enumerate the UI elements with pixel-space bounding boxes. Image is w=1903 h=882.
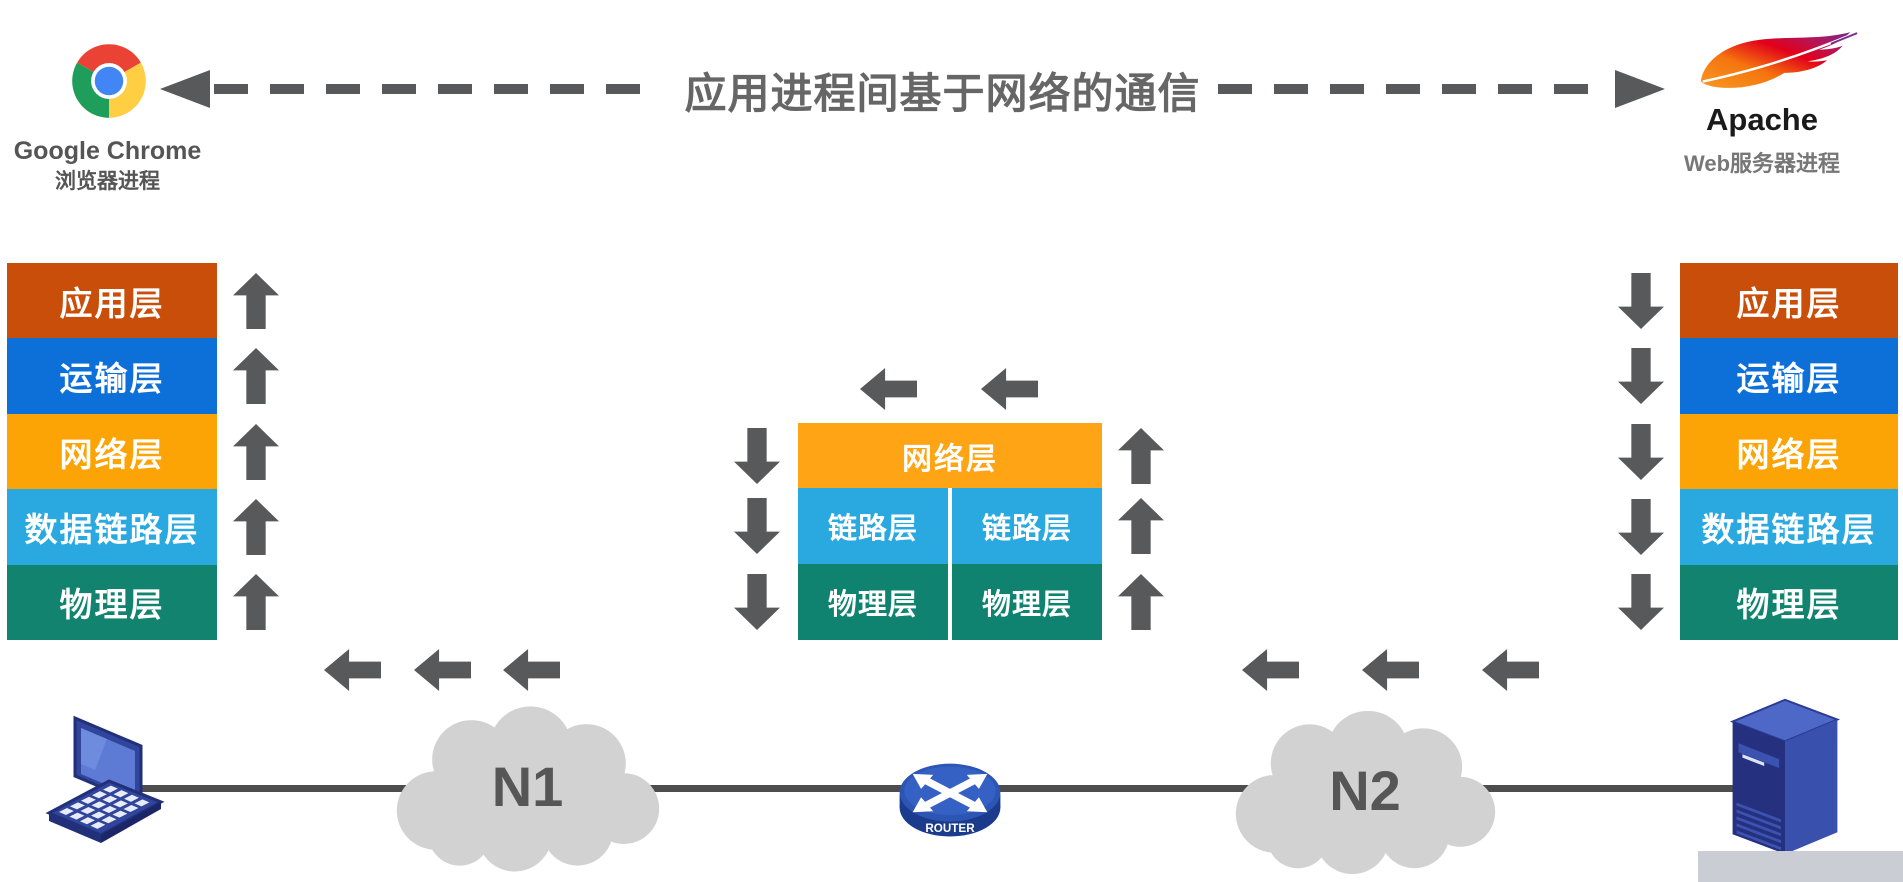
layer-label: 应用层 [59, 284, 165, 322]
up-arrow-icon [1118, 574, 1164, 630]
router-protocol-stack: 网络层 链路层 物理层 链路层 物理层 [798, 423, 1102, 640]
layer-label: 数据链路层 [24, 510, 200, 548]
protocol-stack-left: 应用层 运输层 网络层 数据链路层 物理层 [7, 263, 217, 641]
down-arrow-icon [1618, 348, 1664, 404]
layer-label: 物理层 [827, 589, 918, 621]
router-stack-right-column: 链路层 物理层 [952, 488, 1102, 640]
up-arrow-icon [1118, 498, 1164, 554]
router-layer-physical: 物理层 [952, 564, 1102, 640]
layer-physical: 物理层 [1680, 564, 1898, 641]
diagram-title: 应用进程间基于网络的通信 [684, 70, 1201, 117]
network-cloud-n1: N1 [385, 698, 670, 875]
down-arrow-icon [1618, 574, 1664, 630]
router-layer-link: 链路层 [798, 488, 948, 564]
down-arrow-icon [734, 574, 780, 630]
layer-label: 物理层 [1736, 586, 1842, 624]
up-arrow-icon [233, 574, 279, 630]
down-arrow-icon [1618, 424, 1664, 480]
cloud-label-n2: N2 [1329, 758, 1401, 822]
layer-label: 网络层 [1736, 435, 1842, 473]
layer-application: 应用层 [7, 263, 217, 339]
up-arrow-icon [233, 424, 279, 480]
router-layer-physical: 物理层 [798, 564, 948, 640]
layer-datalink: 数据链路层 [1680, 489, 1898, 565]
left-arrow-icon [860, 368, 917, 410]
down-arrow-icon [1618, 273, 1664, 329]
layer-label: 网络层 [902, 442, 998, 476]
up-arrow-icon [233, 499, 279, 555]
router-layer-link: 链路层 [952, 488, 1102, 564]
left-arrow-icon [503, 649, 560, 691]
router-icon: ROUTER [894, 748, 1006, 840]
left-arrow-icon [1362, 649, 1419, 691]
router-stack-left-column: 链路层 物理层 [798, 488, 948, 640]
layer-label: 运输层 [1736, 360, 1842, 398]
up-arrow-icon [233, 348, 279, 404]
layer-label: 数据链路层 [1701, 510, 1877, 548]
layer-transport: 运输层 [1680, 338, 1898, 414]
dashed-line-right [1218, 84, 1610, 94]
router-layer-network: 网络层 [798, 423, 1102, 488]
chrome-logo-icon [63, 35, 155, 127]
chrome-subcaption: 浏览器进程 [55, 170, 160, 193]
left-arrow-icon [414, 649, 471, 691]
cloud-label-n1: N1 [491, 755, 564, 818]
layer-application: 应用层 [1680, 263, 1898, 339]
layer-label: 链路层 [827, 513, 918, 545]
left-arrow-icon [981, 368, 1038, 410]
corner-shadow-block [1698, 851, 1903, 882]
apache-subcaption: Web服务器进程 [1683, 151, 1841, 176]
left-arrow-icon [1242, 649, 1299, 691]
layer-label: 物理层 [981, 589, 1072, 621]
left-arrow-icon [1482, 649, 1539, 691]
layer-network: 网络层 [1680, 413, 1898, 490]
layer-network: 网络层 [7, 413, 217, 490]
layer-transport: 运输层 [7, 338, 217, 414]
left-arrow-icon [324, 649, 381, 691]
server-icon [1722, 682, 1847, 860]
apache-feather-icon [1695, 30, 1860, 108]
layer-datalink: 数据链路层 [7, 489, 217, 565]
layer-label: 运输层 [59, 360, 165, 398]
layer-physical: 物理层 [7, 564, 217, 641]
up-arrow-icon [233, 273, 279, 329]
dashed-arrowhead-left-icon [160, 70, 210, 108]
down-arrow-icon [1618, 499, 1664, 555]
network-cloud-n2: N2 [1218, 705, 1512, 875]
dashed-arrowhead-right-icon [1615, 70, 1665, 108]
router-label: ROUTER [925, 822, 975, 835]
layer-label: 网络层 [59, 435, 165, 473]
layer-label: 物理层 [59, 586, 165, 624]
layer-label: 链路层 [981, 513, 1072, 545]
dashed-line-left [214, 84, 662, 94]
down-arrow-icon [734, 498, 780, 554]
layer-label: 应用层 [1736, 284, 1842, 322]
laptop-icon [45, 712, 165, 860]
chrome-caption: Google Chrome [13, 137, 202, 165]
apache-caption: Apache [1706, 102, 1818, 137]
up-arrow-icon [1118, 428, 1164, 484]
down-arrow-icon [734, 428, 780, 484]
protocol-stack-right: 应用层 运输层 网络层 数据链路层 物理层 [1680, 263, 1898, 641]
